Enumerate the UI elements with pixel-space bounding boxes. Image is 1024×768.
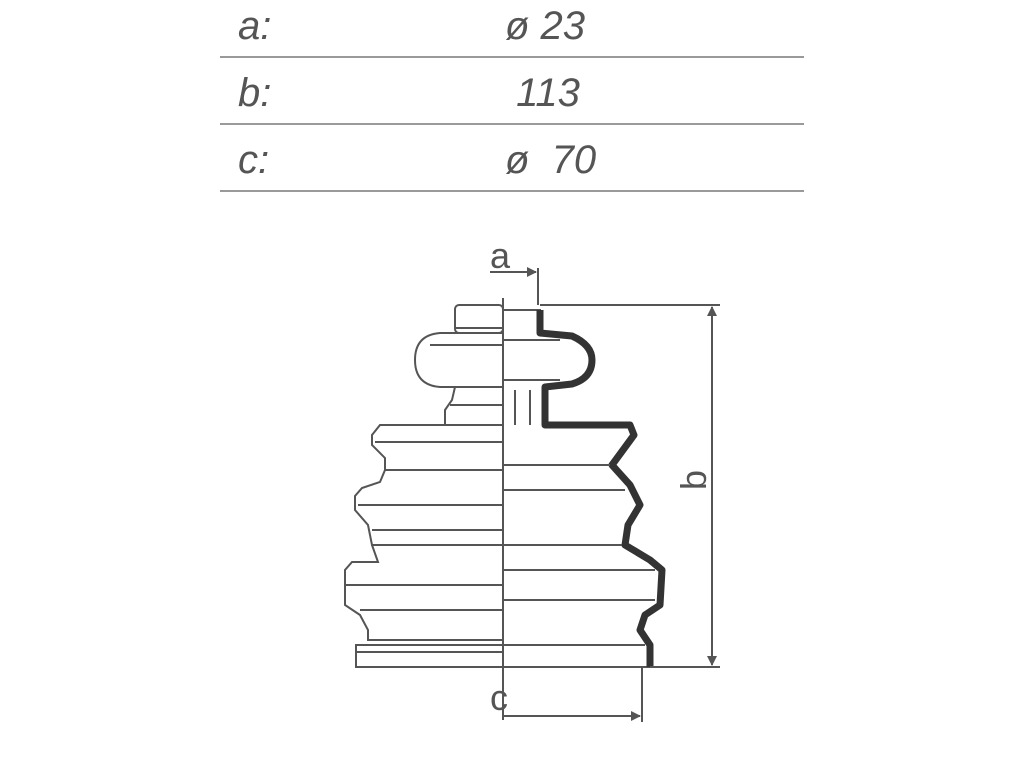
boot-section-half <box>503 309 666 668</box>
spec-label: a: <box>238 4 272 48</box>
dimension-a-label: a <box>490 235 511 276</box>
spec-value: 113 <box>505 71 580 115</box>
spec-label: b: <box>238 71 272 115</box>
boot-exterior-half <box>344 304 504 668</box>
dimension-table: a: ø 23 b: 113 c: ø 70 <box>220 0 804 192</box>
spec-row-b: b: 113 <box>220 58 804 125</box>
dimension-a: a <box>490 235 539 305</box>
dimension-c-label: c <box>490 677 508 718</box>
dimension-c: c <box>490 667 643 722</box>
spec-value: ø 23 <box>505 4 586 48</box>
spec-row-c: c: ø 70 <box>220 125 804 192</box>
dimension-b-label: b <box>673 470 714 490</box>
spec-label: c: <box>238 138 270 182</box>
spec-value: ø 70 <box>505 138 597 182</box>
spec-row-a: a: ø 23 <box>220 0 804 58</box>
dimension-b: b <box>540 304 720 668</box>
